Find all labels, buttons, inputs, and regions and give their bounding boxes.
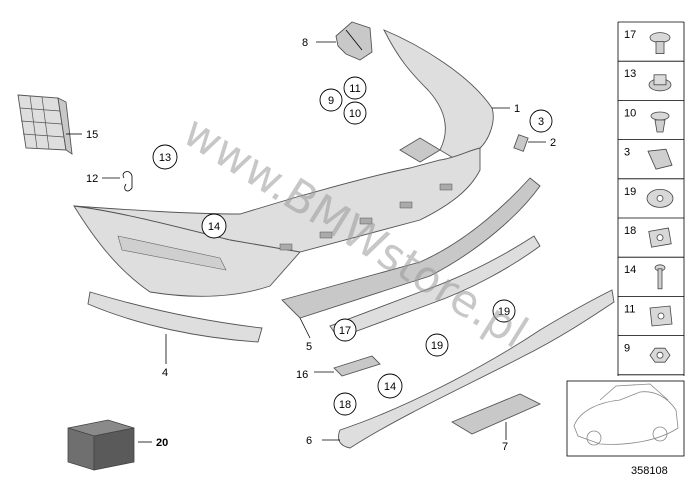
diagram-id: 358108 [631, 465, 668, 477]
label-7: 7 [502, 441, 508, 453]
svg-text:14: 14 [208, 221, 220, 233]
part-hook [122, 171, 133, 192]
clip-nut-icon [648, 227, 672, 248]
label-6: 6 [306, 435, 312, 447]
part-box [67, 419, 135, 471]
legend-number: 19 [624, 186, 636, 198]
legend-row-17: 17 [618, 21, 684, 54]
expanding-rivet-icon [650, 111, 670, 133]
part-bracket [335, 21, 373, 61]
nut-icon [648, 74, 672, 92]
legend-number: 13 [624, 68, 636, 80]
callout-14-top: 14 [201, 213, 227, 239]
part-diffuser [338, 289, 615, 449]
legend-row-3: 3 [618, 139, 684, 170]
callout-10: 10 [343, 101, 367, 125]
label-4: 4 [162, 367, 168, 379]
callout-11: 11 [343, 76, 367, 100]
legend-row-14: 14 [618, 256, 684, 290]
svg-text:11: 11 [349, 83, 360, 95]
label-5: 5 [306, 341, 312, 353]
fastener-legend: 17 13 10 3 19 18 14 11 9 [617, 21, 685, 376]
legend-row-13: 13 [618, 60, 684, 92]
label-12: 12 [86, 173, 98, 185]
car-thumbnail [566, 380, 685, 457]
callout-14-bottom: 14 [377, 373, 403, 399]
legend-row-10: 10 [618, 100, 684, 133]
part-mount [333, 355, 381, 377]
label-2: 2 [550, 137, 556, 149]
legend-number: 18 [624, 225, 636, 237]
legend-number: 9 [624, 343, 630, 355]
callout-19-right: 19 [492, 299, 516, 323]
svg-text:3: 3 [538, 116, 544, 128]
part-grille [17, 94, 73, 155]
label-16: 16 [296, 369, 308, 381]
label-15: 15 [86, 129, 98, 141]
svg-text:10: 10 [349, 108, 361, 120]
part-bumper-cover [73, 147, 481, 297]
legend-number: 14 [624, 264, 636, 276]
label-1: 1 [514, 103, 520, 115]
legend-number: 3 [624, 147, 630, 159]
callout-9: 9 [319, 88, 343, 112]
push-rivet-icon [649, 32, 671, 54]
legend-row-18: 18 [618, 217, 684, 248]
callout-19-left: 19 [425, 333, 449, 357]
part-bumper-trim [383, 29, 494, 163]
legend-number: 10 [624, 107, 636, 119]
label-20: 20 [156, 437, 168, 449]
legend-number: 11 [624, 303, 635, 315]
svg-text:14: 14 [384, 381, 396, 393]
part-support [329, 235, 541, 339]
legend-number: 17 [624, 29, 636, 41]
callout-13: 13 [152, 144, 178, 170]
spring-nut-icon [649, 305, 673, 327]
clip-icon [647, 148, 673, 170]
svg-text:18: 18 [339, 399, 351, 411]
grommet-icon [646, 188, 674, 208]
callout-17: 17 [333, 318, 357, 342]
svg-text:13: 13 [159, 152, 171, 164]
svg-text:19: 19 [431, 340, 443, 352]
legend-row-19: 19 [618, 178, 684, 208]
callout-3: 3 [529, 109, 553, 133]
part-tray [451, 393, 542, 435]
part-clip [513, 134, 529, 152]
hex-nut-icon [649, 347, 671, 363]
legend-row-11: 11 [618, 295, 684, 327]
part-lower-strip [87, 291, 263, 343]
screw-icon [654, 264, 666, 290]
legend-row-9: 9 [618, 335, 684, 363]
svg-text:9: 9 [328, 95, 334, 107]
svg-text:17: 17 [339, 325, 351, 337]
svg-text:19: 19 [498, 306, 510, 318]
part-carrier [281, 177, 541, 319]
label-8: 8 [302, 37, 308, 49]
callout-18: 18 [333, 392, 357, 416]
